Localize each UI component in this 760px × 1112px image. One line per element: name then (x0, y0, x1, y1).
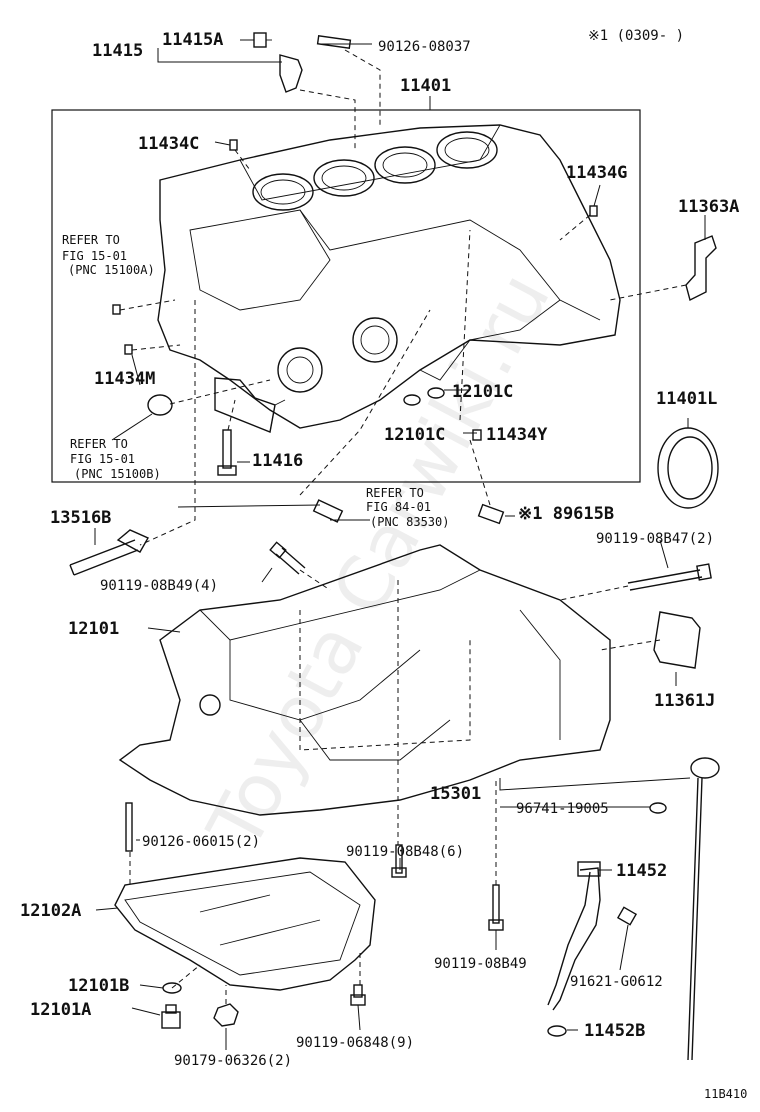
pin-refer-15100A (112, 304, 121, 315)
pin-11434G (589, 205, 598, 217)
baffle-11361J (653, 611, 701, 669)
label-11401L: 11401L (656, 389, 717, 409)
label-refer1-line1: REFER TO (62, 233, 120, 247)
label-11363A: 11363A (678, 197, 739, 217)
label-11361J: 11361J (654, 691, 715, 711)
stud-90126-06015 (125, 802, 133, 852)
part-labels: 11415 11415A 90126-08037 11401 11434C 11… (20, 30, 739, 1069)
pin-11434Y (472, 429, 482, 441)
label-89615B: ※1 89615B (518, 504, 614, 524)
bolt-91621-G0612 (616, 906, 638, 926)
label-11434M: 11434M (94, 369, 155, 389)
bolt-11416 (217, 429, 237, 476)
bolt-90119-08B47 (627, 563, 712, 591)
label-11452: 11452 (616, 861, 667, 881)
bolt-90119-08B48 (391, 844, 407, 878)
figure-code: 11B410 (704, 1087, 747, 1101)
label-90119-06848: 90119-06848(9) (296, 1035, 414, 1051)
label-refer2-line3: (PNC 15100B) (74, 467, 161, 481)
label-11434Y: 11434Y (486, 425, 548, 445)
label-refer2-line1: REFER TO (70, 437, 128, 451)
bolt-90119-06848 (350, 984, 366, 1006)
pipe-13516B (69, 529, 149, 576)
bolt-90119-08B49-4 (269, 541, 306, 575)
nut-90179-06326 (213, 1003, 239, 1027)
label-90119-08B49: 90119-08B49 (434, 956, 527, 972)
oil-pan-upper-12101 (118, 544, 611, 816)
label-90126-06015: 90126-06015(2) (142, 834, 260, 850)
label-12101C-a: 12101C (452, 382, 513, 402)
label-refer3-line3: (PNC 83530) (370, 515, 449, 529)
sensor-refer-83530 (312, 499, 344, 523)
drain-plug-12101A (161, 1004, 181, 1029)
label-90119-08B48: 90119-08B48(6) (346, 844, 464, 860)
watermark-text: Toyota Carwiki.ru (191, 259, 567, 863)
stud-90126-08037 (316, 35, 352, 49)
label-12101A: 12101A (30, 1000, 91, 1020)
label-11401: 11401 (400, 76, 451, 96)
label-91621-G0612: 91621-G0612 (570, 974, 663, 990)
o-ring-12101C-b (427, 387, 445, 399)
label-11415: 11415 (92, 41, 143, 61)
label-15301: 15301 (430, 784, 481, 804)
o-ring-11452B (547, 1025, 567, 1037)
oil-seal-11401L (657, 427, 719, 509)
label-96741-19005: 96741-19005 (516, 801, 609, 817)
label-refer2-line2: FIG 15-01 (70, 452, 135, 466)
bracket-11363A (685, 235, 717, 302)
label-90119-08B47: 90119-08B47(2) (596, 531, 714, 547)
bolt-90119-08B49 (488, 884, 504, 931)
label-90119-08B49-4: 90119-08B49(4) (100, 578, 218, 594)
label-12102A: 12102A (20, 901, 81, 921)
cylinder-block-group-box (51, 109, 641, 483)
o-ring-96741-19005 (649, 802, 667, 814)
label-refer1-line3: (PNC 15100A) (68, 263, 155, 277)
label-12101C-b: 12101C (384, 425, 445, 445)
label-90179-06326: 90179-06326(2) (174, 1053, 292, 1069)
label-12101: 12101 (68, 619, 119, 639)
dipstick-guide-11452 (547, 861, 601, 1011)
label-refer1-line2: FIG 15-01 (62, 249, 127, 263)
label-refer3-line1: REFER TO (366, 486, 424, 500)
sensor-89615B (477, 503, 505, 525)
note-top-right: ※1 (0309- ) (588, 28, 684, 44)
oil-pan-lower-12102A (114, 857, 376, 991)
label-13516B: 13516B (50, 508, 111, 528)
leader-lines (94, 39, 706, 1050)
fitting-11415A (253, 32, 272, 48)
label-11434C: 11434C (138, 134, 199, 154)
label-11415A: 11415A (162, 30, 223, 50)
label-11434G: 11434G (566, 163, 627, 183)
dipstick-15301 (687, 757, 720, 1061)
label-11416: 11416 (252, 451, 303, 471)
fitting-11415 (279, 54, 303, 93)
o-ring-11434M (147, 394, 173, 416)
cylinder-block (157, 124, 621, 429)
pin-11434C (229, 139, 238, 151)
watermark: Toyota Carwiki.ru (191, 259, 567, 863)
o-ring-12101C-a (403, 394, 421, 406)
label-90126-08037: 90126-08037 (378, 39, 471, 55)
label-12101B: 12101B (68, 976, 129, 996)
label-refer3-line2: FIG 84-01 (366, 500, 431, 514)
label-11452B: 11452B (584, 1021, 645, 1041)
dashed-lines (119, 49, 687, 1004)
pin-11434M (124, 344, 133, 355)
main-bearing-caps (214, 377, 286, 433)
